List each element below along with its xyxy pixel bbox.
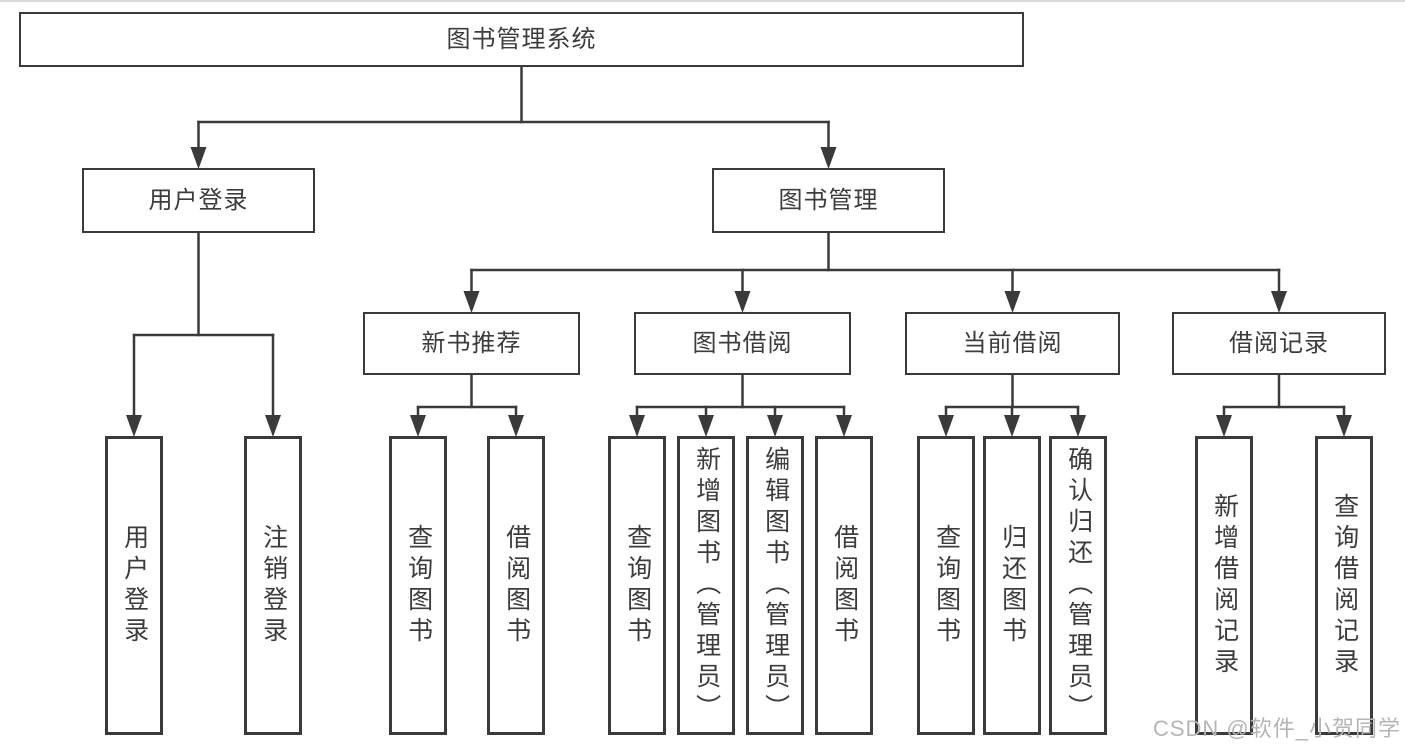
node-leaf-cb-confirm: 确认归还（管理员） [1049,436,1107,735]
arrowhead-leaf-bb-edit [767,415,783,437]
node-borrow-records: 借阅记录 [1172,312,1386,375]
arrowhead-leaf-br-query [1336,415,1352,437]
arrowhead-leaf-bb-borrow [836,415,852,437]
arrowhead-borrow-records [1271,291,1287,313]
arrowhead-new-book-rec [463,291,480,313]
arrowhead-leaf-br-add [1216,415,1232,437]
node-root: 图书管理系统 [19,12,1024,67]
arrowhead-book-mgmt [820,147,837,169]
arrowhead-book-borrow [734,291,751,313]
arrowhead-leaf-cb-confirm [1070,415,1086,437]
node-book-borrow: 图书借阅 [634,312,851,375]
arrowhead-leaf-nbr-borrow [508,415,524,437]
node-leaf-br-add: 新增借阅记录 [1195,436,1253,735]
window-top-edge [0,0,1405,2]
arrowhead-leaf-cb-return [1004,415,1020,437]
arrowhead-current-borrow [1004,291,1021,313]
node-leaf-nbr-query: 查询图书 [389,436,447,735]
node-leaf-bb-borrow: 借阅图书 [815,436,873,735]
arrowhead-leaf-bb-query [629,415,645,437]
arrowhead-leaf-bb-add [698,415,714,437]
arrowhead-leaf-logout [265,415,281,437]
node-leaf-logout: 注销登录 [244,436,302,735]
node-current-borrow: 当前借阅 [905,312,1120,375]
node-leaf-nbr-borrow: 借阅图书 [487,436,545,735]
node-leaf-bb-query: 查询图书 [608,436,666,735]
node-book-mgmt: 图书管理 [712,168,945,233]
arrowhead-leaf-user-login [126,415,142,437]
node-leaf-user-login: 用户登录 [105,436,163,735]
arrowhead-leaf-nbr-query [410,415,426,437]
node-user-login: 用户登录 [82,168,315,233]
node-leaf-bb-edit: 编辑图书（管理员） [746,436,804,735]
node-leaf-cb-return: 归还图书 [983,436,1041,735]
node-leaf-br-query: 查询借阅记录 [1315,436,1373,735]
node-new-book-rec: 新书推荐 [363,312,580,375]
node-leaf-cb-query: 查询图书 [917,436,975,735]
arrowhead-user-login [190,147,207,169]
arrowhead-leaf-cb-query [938,415,954,437]
node-leaf-bb-add: 新增图书（管理员） [677,436,735,735]
